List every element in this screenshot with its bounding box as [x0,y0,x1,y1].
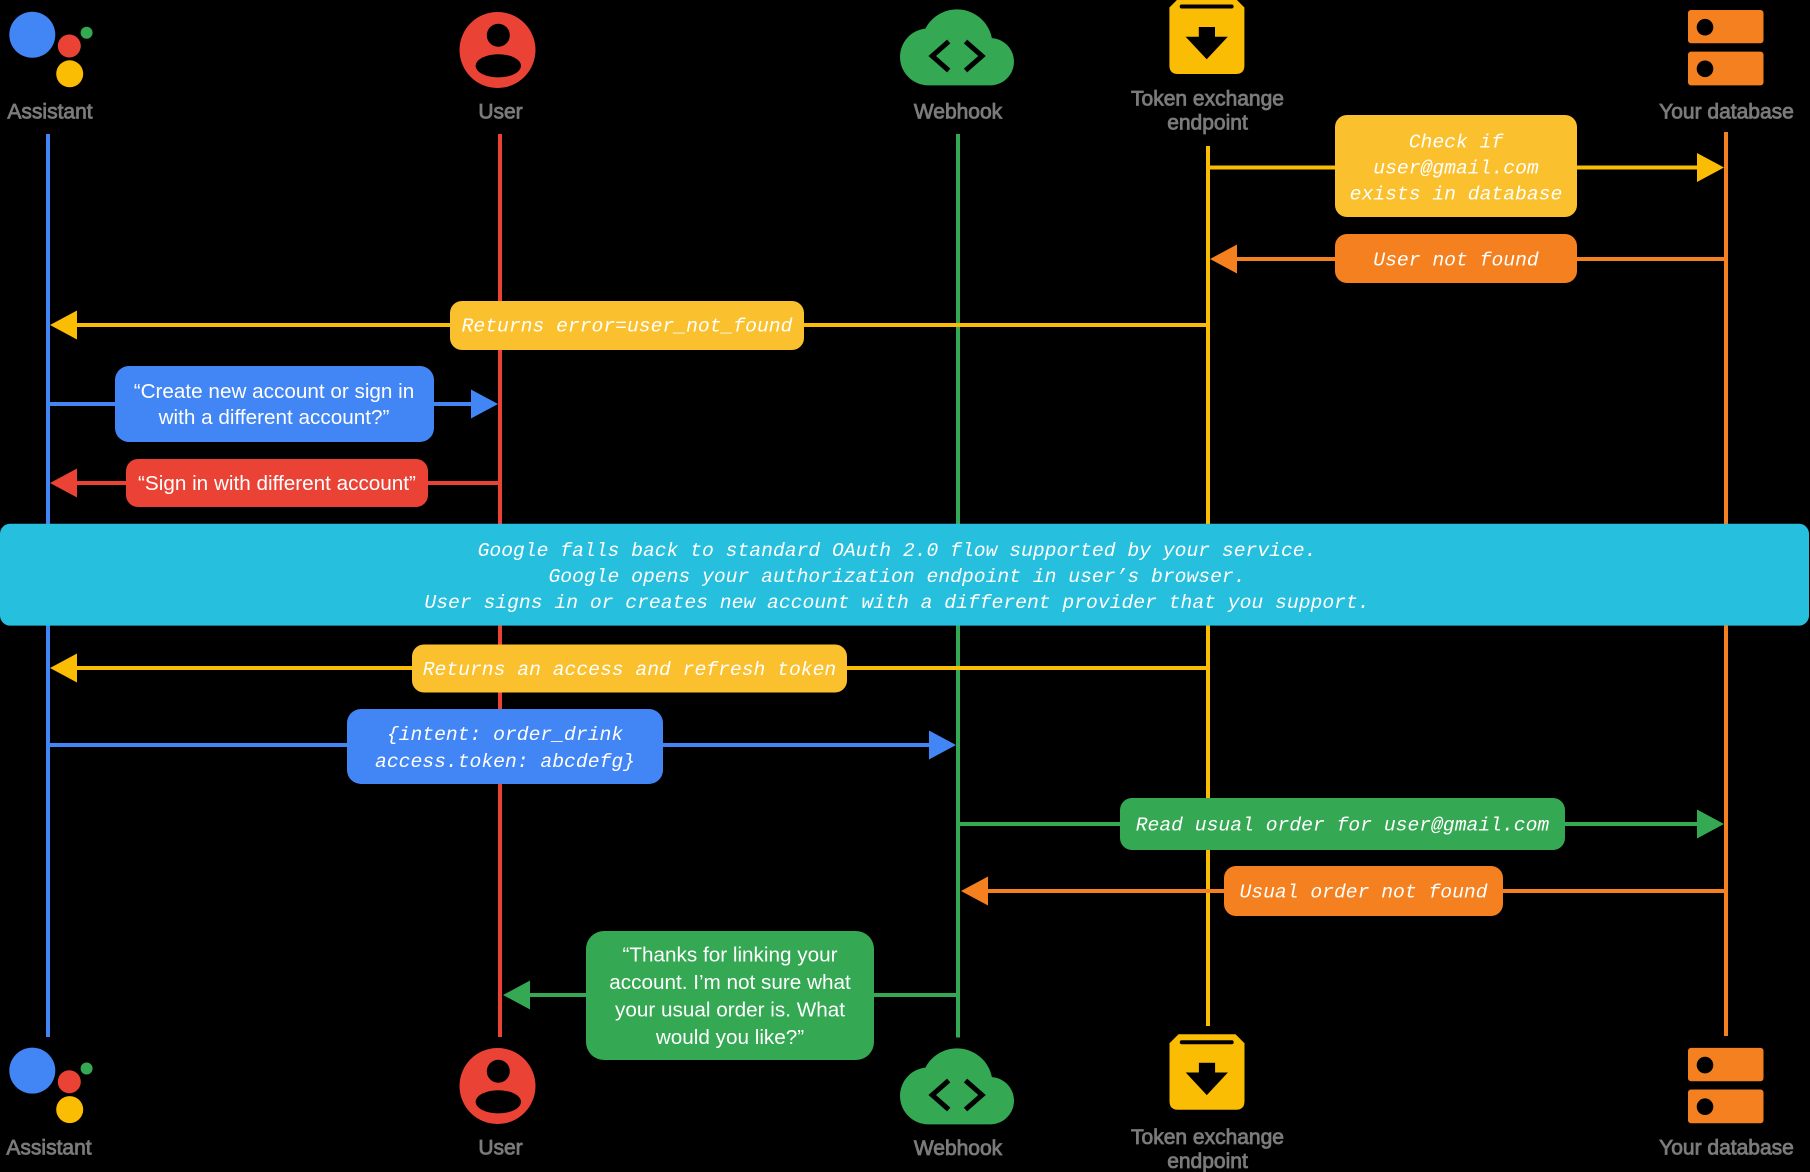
svg-text:“Create new account or sign in: “Create new account or sign in [134,380,415,403]
svg-text:Returns error=user_not_found: Returns error=user_not_found [462,316,793,338]
svg-text:Token exchange: Token exchange [1131,87,1284,110]
svg-text:Your database: Your database [1659,1137,1794,1160]
svg-text:with a different account?”: with a different account?” [158,406,390,429]
svg-text:Read usual order for user@gmai: Read usual order for user@gmail.com [1136,815,1550,837]
svg-text:“Thanks for linking your: “Thanks for linking your [622,944,837,967]
svg-text:Usual order not found: Usual order not found [1239,882,1487,904]
svg-text:Token exchange: Token exchange [1131,1126,1284,1149]
svg-text:Google falls back to standard: Google falls back to standard OAuth 2.0 … [478,540,1317,562]
svg-text:“Sign in with different accoun: “Sign in with different account” [138,472,416,495]
svg-text:would you like?”: would you like?” [655,1026,804,1049]
svg-text:endpoint: endpoint [1167,1150,1248,1172]
svg-text:your usual order is. What: your usual order is. What [615,999,845,1022]
svg-text:Assistant: Assistant [6,1137,91,1160]
svg-text:Your database: Your database [1659,101,1794,124]
svg-text:User not found: User not found [1373,250,1539,272]
svg-text:User: User [478,1137,522,1160]
svg-text:Webhook: Webhook [914,1137,1003,1160]
svg-text:Returns an access and refresh: Returns an access and refresh token [423,659,837,681]
svg-text:account. I’m not sure what: account. I’m not sure what [609,971,851,994]
svg-text:endpoint: endpoint [1167,111,1248,134]
svg-text:User: User [478,101,522,124]
svg-text:Assistant: Assistant [7,101,92,124]
svg-text:access.token: abcdefg}: access.token: abcdefg} [375,751,635,773]
svg-text:exists in database: exists in database [1350,184,1563,206]
svg-text:Google opens your authorizatio: Google opens your authorization endpoint… [548,566,1245,588]
svg-text:user@gmail.com: user@gmail.com [1373,158,1539,180]
svg-text:User signs in or creates new a: User signs in or creates new account wit… [424,592,1369,614]
svg-text:{intent: order_drink: {intent: order_drink [387,724,623,746]
svg-text:Check if: Check if [1409,132,1505,154]
svg-text:Webhook: Webhook [914,101,1003,124]
